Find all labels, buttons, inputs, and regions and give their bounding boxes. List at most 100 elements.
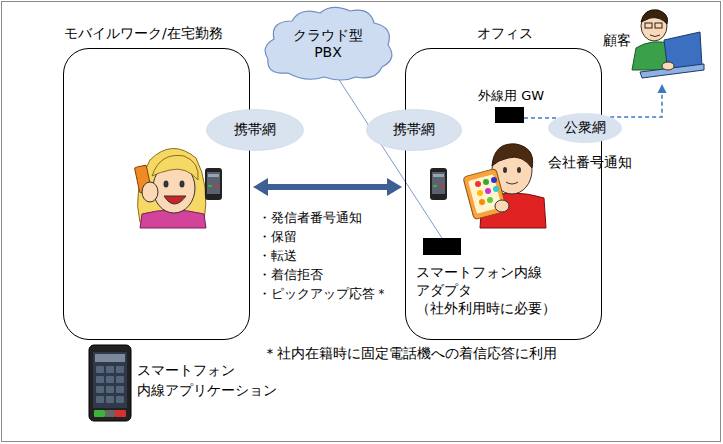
phone-icon xyxy=(430,168,447,200)
man-figure xyxy=(477,190,483,196)
feature-item: ・転送 xyxy=(258,248,297,265)
connector-line xyxy=(267,184,388,190)
customer-figure xyxy=(662,62,674,70)
phone-icon xyxy=(433,174,444,177)
woman-figure xyxy=(164,181,169,188)
node-text: モバイルワーク/在宅勤務 xyxy=(64,25,251,43)
adapter-box: スマートフォン内線 アダプタ （社外利用時に必要） xyxy=(416,238,566,326)
phone-icon xyxy=(215,185,219,187)
customer-figure xyxy=(632,10,704,78)
woman-figure xyxy=(134,148,206,228)
smartphone-app-icon xyxy=(94,410,105,417)
man-figure xyxy=(479,199,485,205)
connector xyxy=(610,84,666,117)
footnote: ＊社内在籍時に固定電話機への着信応答に利用 xyxy=(263,344,557,362)
phone-icon xyxy=(207,172,220,194)
connector-line xyxy=(610,92,662,117)
man-figure xyxy=(492,144,533,168)
network-ellipse: 携帯網 xyxy=(366,109,462,151)
cloud-shape xyxy=(258,3,398,83)
connector xyxy=(253,178,402,196)
feature-item: ・保留 xyxy=(258,229,297,246)
node-text: 携帯網 xyxy=(393,121,435,139)
man-figure xyxy=(495,200,509,212)
smartphone-app-icon xyxy=(115,410,126,417)
arrow-head xyxy=(387,178,402,196)
app-label: スマートフォン 内線アプリケーション xyxy=(137,361,292,400)
feature-item: ・発信者番号通知 xyxy=(258,210,362,227)
node-text: 顧客 xyxy=(603,32,631,50)
node-text: オフィス xyxy=(406,25,603,43)
man-figure xyxy=(475,181,481,187)
man-figure xyxy=(506,182,518,184)
keypad-key xyxy=(96,376,104,383)
woman-figure xyxy=(142,182,158,202)
phone-icon xyxy=(205,168,222,200)
node-text: スマートフォン内線 アダプタ （社外利用時に必要） xyxy=(416,263,566,318)
arrow-head xyxy=(658,84,667,93)
feature-item: ・ピックアップ応答＊ xyxy=(258,286,388,303)
node-text: クラウド型 PBX xyxy=(283,27,373,62)
cloud-pbx: クラウド型 PBX xyxy=(258,3,398,83)
phone-icon xyxy=(205,168,222,200)
node-text: 公衆網 xyxy=(564,119,606,137)
node-text: 外線用 GW xyxy=(478,88,544,104)
ellipse-outline xyxy=(206,110,303,151)
keypad xyxy=(96,366,124,403)
location-box: モバイルワーク/在宅勤務携帯網 xyxy=(63,48,250,340)
arrow-head xyxy=(253,178,268,196)
gateway-box: 外線用 GW xyxy=(495,107,524,123)
phone-icon xyxy=(208,185,212,187)
note-label: 会社番号通知 xyxy=(548,153,632,171)
phone-icon xyxy=(432,172,445,194)
keypad-key xyxy=(116,366,124,373)
keypad-key xyxy=(106,366,114,373)
keypad-key xyxy=(116,386,124,393)
customer-figure xyxy=(650,35,660,37)
customer-figure xyxy=(655,23,662,28)
smartphone-app-icon xyxy=(89,345,131,421)
woman-figure xyxy=(138,148,206,222)
node-text: 携帯網 xyxy=(234,121,276,139)
connector xyxy=(524,118,557,119)
cloud-outline xyxy=(265,7,392,80)
smartphone-app-icon xyxy=(95,354,125,362)
adapter-device xyxy=(423,238,461,255)
smartphone-app-icon xyxy=(105,410,115,417)
man-figure xyxy=(491,177,497,183)
man-figure xyxy=(517,167,521,173)
man-figure xyxy=(503,167,507,173)
smartphone-app-icon xyxy=(89,345,131,421)
phone-icon xyxy=(208,174,219,177)
keypad-key xyxy=(116,376,124,383)
keypad-key xyxy=(116,396,124,403)
phone-icon xyxy=(430,168,447,200)
customer-figure xyxy=(641,10,668,24)
man-figure xyxy=(493,186,499,192)
phone-icon xyxy=(440,185,444,187)
location-box: オフィス携帯網外線用 GWスマートフォン内線 アダプタ （社外利用時に必要） xyxy=(405,48,602,340)
keypad-key xyxy=(96,386,104,393)
connector-line xyxy=(524,117,557,119)
woman-figure xyxy=(164,196,186,204)
phone-icon xyxy=(433,185,437,187)
woman-figure xyxy=(180,181,185,188)
man-figure xyxy=(483,179,489,185)
keypad-key xyxy=(96,366,104,373)
feature-item: ・着信拒否 xyxy=(258,267,323,284)
woman-figure xyxy=(152,155,198,180)
man-figure xyxy=(487,197,493,203)
keypad-key xyxy=(106,376,114,383)
customer-node: 顧客 xyxy=(600,8,710,83)
ellipse-outline xyxy=(366,110,461,151)
man-figure xyxy=(463,144,546,228)
customer-figure xyxy=(645,23,652,28)
keypad-key xyxy=(106,396,114,403)
keypad-key xyxy=(106,386,114,393)
smartphone-app-icon xyxy=(93,352,127,408)
keypad-key xyxy=(96,396,104,403)
ellipse-outline xyxy=(548,113,621,142)
man-figure xyxy=(485,188,491,194)
